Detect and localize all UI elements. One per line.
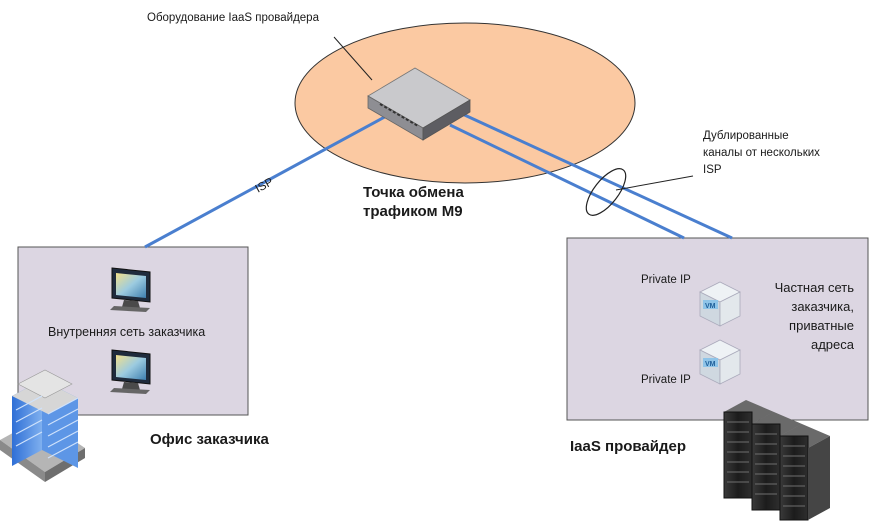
internal-network-label: Внутренняя сеть заказчика	[48, 325, 206, 339]
exchange-point-label-line2: трафиком М9	[363, 203, 463, 220]
equipment-callout-line	[333, 36, 373, 81]
provider-network-box	[566, 237, 869, 421]
exchange-point-label-line1: Точка обмена	[363, 184, 464, 201]
private-ip-label-2: Private IP	[641, 374, 691, 386]
redundant-link-1	[457, 110, 733, 240]
private-network-label: Частная сеть заказчика, приватные адреса	[748, 278, 854, 354]
redundant-channels-label-line2: каналы от нескольких	[703, 147, 820, 159]
equipment-label: Оборудование IaaS провайдера	[147, 12, 319, 24]
redundant-channels-label-line3: ISP	[703, 164, 722, 176]
private-network-label-line2: заказчика,	[791, 299, 854, 314]
router-icon	[367, 67, 471, 141]
isp-link-line	[144, 111, 393, 249]
private-ip-label-1: Private IP	[641, 274, 691, 286]
private-network-label-line3: приватные	[789, 318, 854, 333]
redundant-link-2	[449, 123, 685, 240]
redundant-callout-line	[615, 175, 694, 191]
private-network-label-line1: Частная сеть	[774, 280, 854, 295]
redundant-bundle-ring	[585, 168, 627, 216]
vm-badge-label: VM	[705, 361, 716, 368]
customer-office-label: Офис заказчика	[150, 431, 269, 448]
vm-cube-icon	[699, 339, 741, 385]
iaas-provider-label: IaaS провайдер	[570, 438, 687, 455]
monitor-icon	[110, 349, 151, 394]
server-rack-icon	[723, 400, 830, 521]
redundant-channels-label-line1: Дублированные	[703, 130, 789, 142]
private-network-label-line4: адреса	[810, 337, 854, 352]
vm-cube-icon	[699, 281, 741, 327]
office-building-icon	[0, 369, 85, 482]
vm-badge-label: VM	[705, 303, 716, 310]
monitor-icon	[110, 267, 151, 312]
